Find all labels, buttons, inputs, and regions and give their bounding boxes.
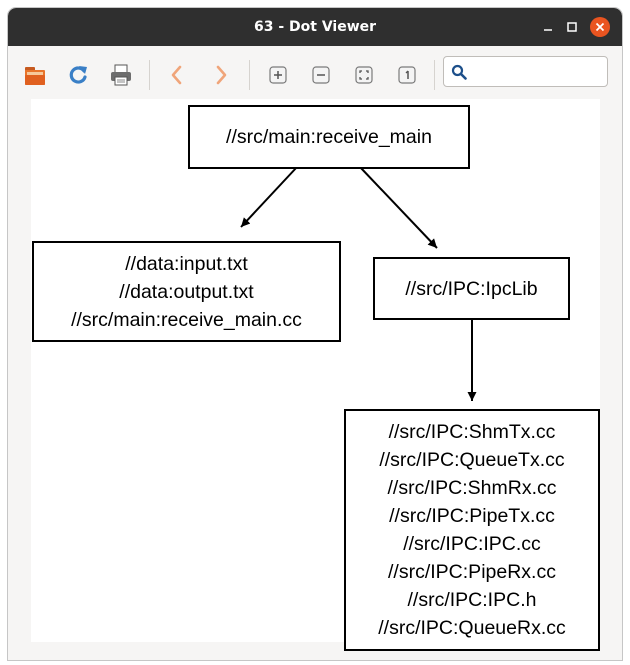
zoom-100-icon <box>398 66 416 84</box>
node-receive-main[interactable]: //src/main:receive_main <box>188 105 470 169</box>
toolbar-separator <box>249 60 250 90</box>
search-input[interactable] <box>474 61 600 82</box>
node-label: //src/IPC:ShmRx.cc <box>387 477 557 499</box>
node-label: //data:output.txt <box>119 280 254 303</box>
edge-receive-main-to-ipclib <box>359 166 438 249</box>
zoom-fit-button[interactable] <box>347 58 381 92</box>
zoom-out-button[interactable] <box>304 58 338 92</box>
node-label: //src/IPC:PipeRx.cc <box>388 561 556 583</box>
node-label: //src/IPC:IpcLib <box>405 277 538 300</box>
maximize-icon <box>567 22 577 32</box>
node-label: //src/IPC:PipeTx.cc <box>389 505 555 527</box>
print-button[interactable] <box>104 58 138 92</box>
graph-canvas[interactable]: //src/main:receive_main //data:input.txt… <box>31 99 600 651</box>
toolbar <box>8 46 622 102</box>
back-arrow-icon <box>171 65 182 85</box>
maximize-button[interactable] <box>562 17 582 37</box>
zoom-fit-icon <box>355 66 373 84</box>
node-label: //src/IPC:IPC.cc <box>403 533 541 555</box>
reload-button[interactable] <box>61 58 95 92</box>
node-label: //data:input.txt <box>125 252 248 275</box>
search-icon <box>451 64 467 80</box>
search-box[interactable] <box>443 56 608 87</box>
graph-edges <box>240 166 477 401</box>
node-label: //src/main:receive_main <box>226 126 432 148</box>
open-folder-icon <box>25 67 45 85</box>
toolbar-separator <box>149 60 150 90</box>
close-button[interactable] <box>590 17 610 37</box>
zoom-in-icon <box>269 66 287 84</box>
minimize-button[interactable] <box>538 17 558 37</box>
node-label: //src/IPC:ShmTx.cc <box>388 421 556 443</box>
node-data-files[interactable]: //data:input.txt //data:output.txt //src… <box>32 241 341 342</box>
open-button[interactable] <box>18 58 52 92</box>
dot-viewer-window: 63 - Dot Viewer <box>8 8 622 660</box>
back-button[interactable] <box>160 58 194 92</box>
node-ipc-sources[interactable]: //src/IPC:ShmTx.cc //src/IPC:QueueTx.cc … <box>344 409 600 651</box>
node-label: //src/IPC:QueueRx.cc <box>378 617 566 639</box>
edge-receive-main-to-data-files <box>240 166 298 228</box>
title-bar[interactable]: 63 - Dot Viewer <box>8 8 622 46</box>
window-title: 63 - Dot Viewer <box>253 19 377 35</box>
node-label: //src/IPC:QueueTx.cc <box>379 449 565 471</box>
node-label: //src/IPC:IPC.h <box>407 589 537 611</box>
forward-button[interactable] <box>204 58 238 92</box>
zoom-in-button[interactable] <box>261 58 295 92</box>
minimize-icon <box>544 29 552 31</box>
zoom-out-icon <box>312 66 330 84</box>
toolbar-separator <box>434 60 435 90</box>
reload-icon <box>69 66 87 84</box>
zoom-100-button[interactable] <box>390 58 424 92</box>
node-ipclib[interactable]: //src/IPC:IpcLib <box>373 257 570 320</box>
print-icon <box>111 64 131 86</box>
forward-arrow-icon <box>216 65 227 85</box>
node-label: //src/main:receive_main.cc <box>71 308 302 331</box>
close-icon <box>595 22 605 32</box>
